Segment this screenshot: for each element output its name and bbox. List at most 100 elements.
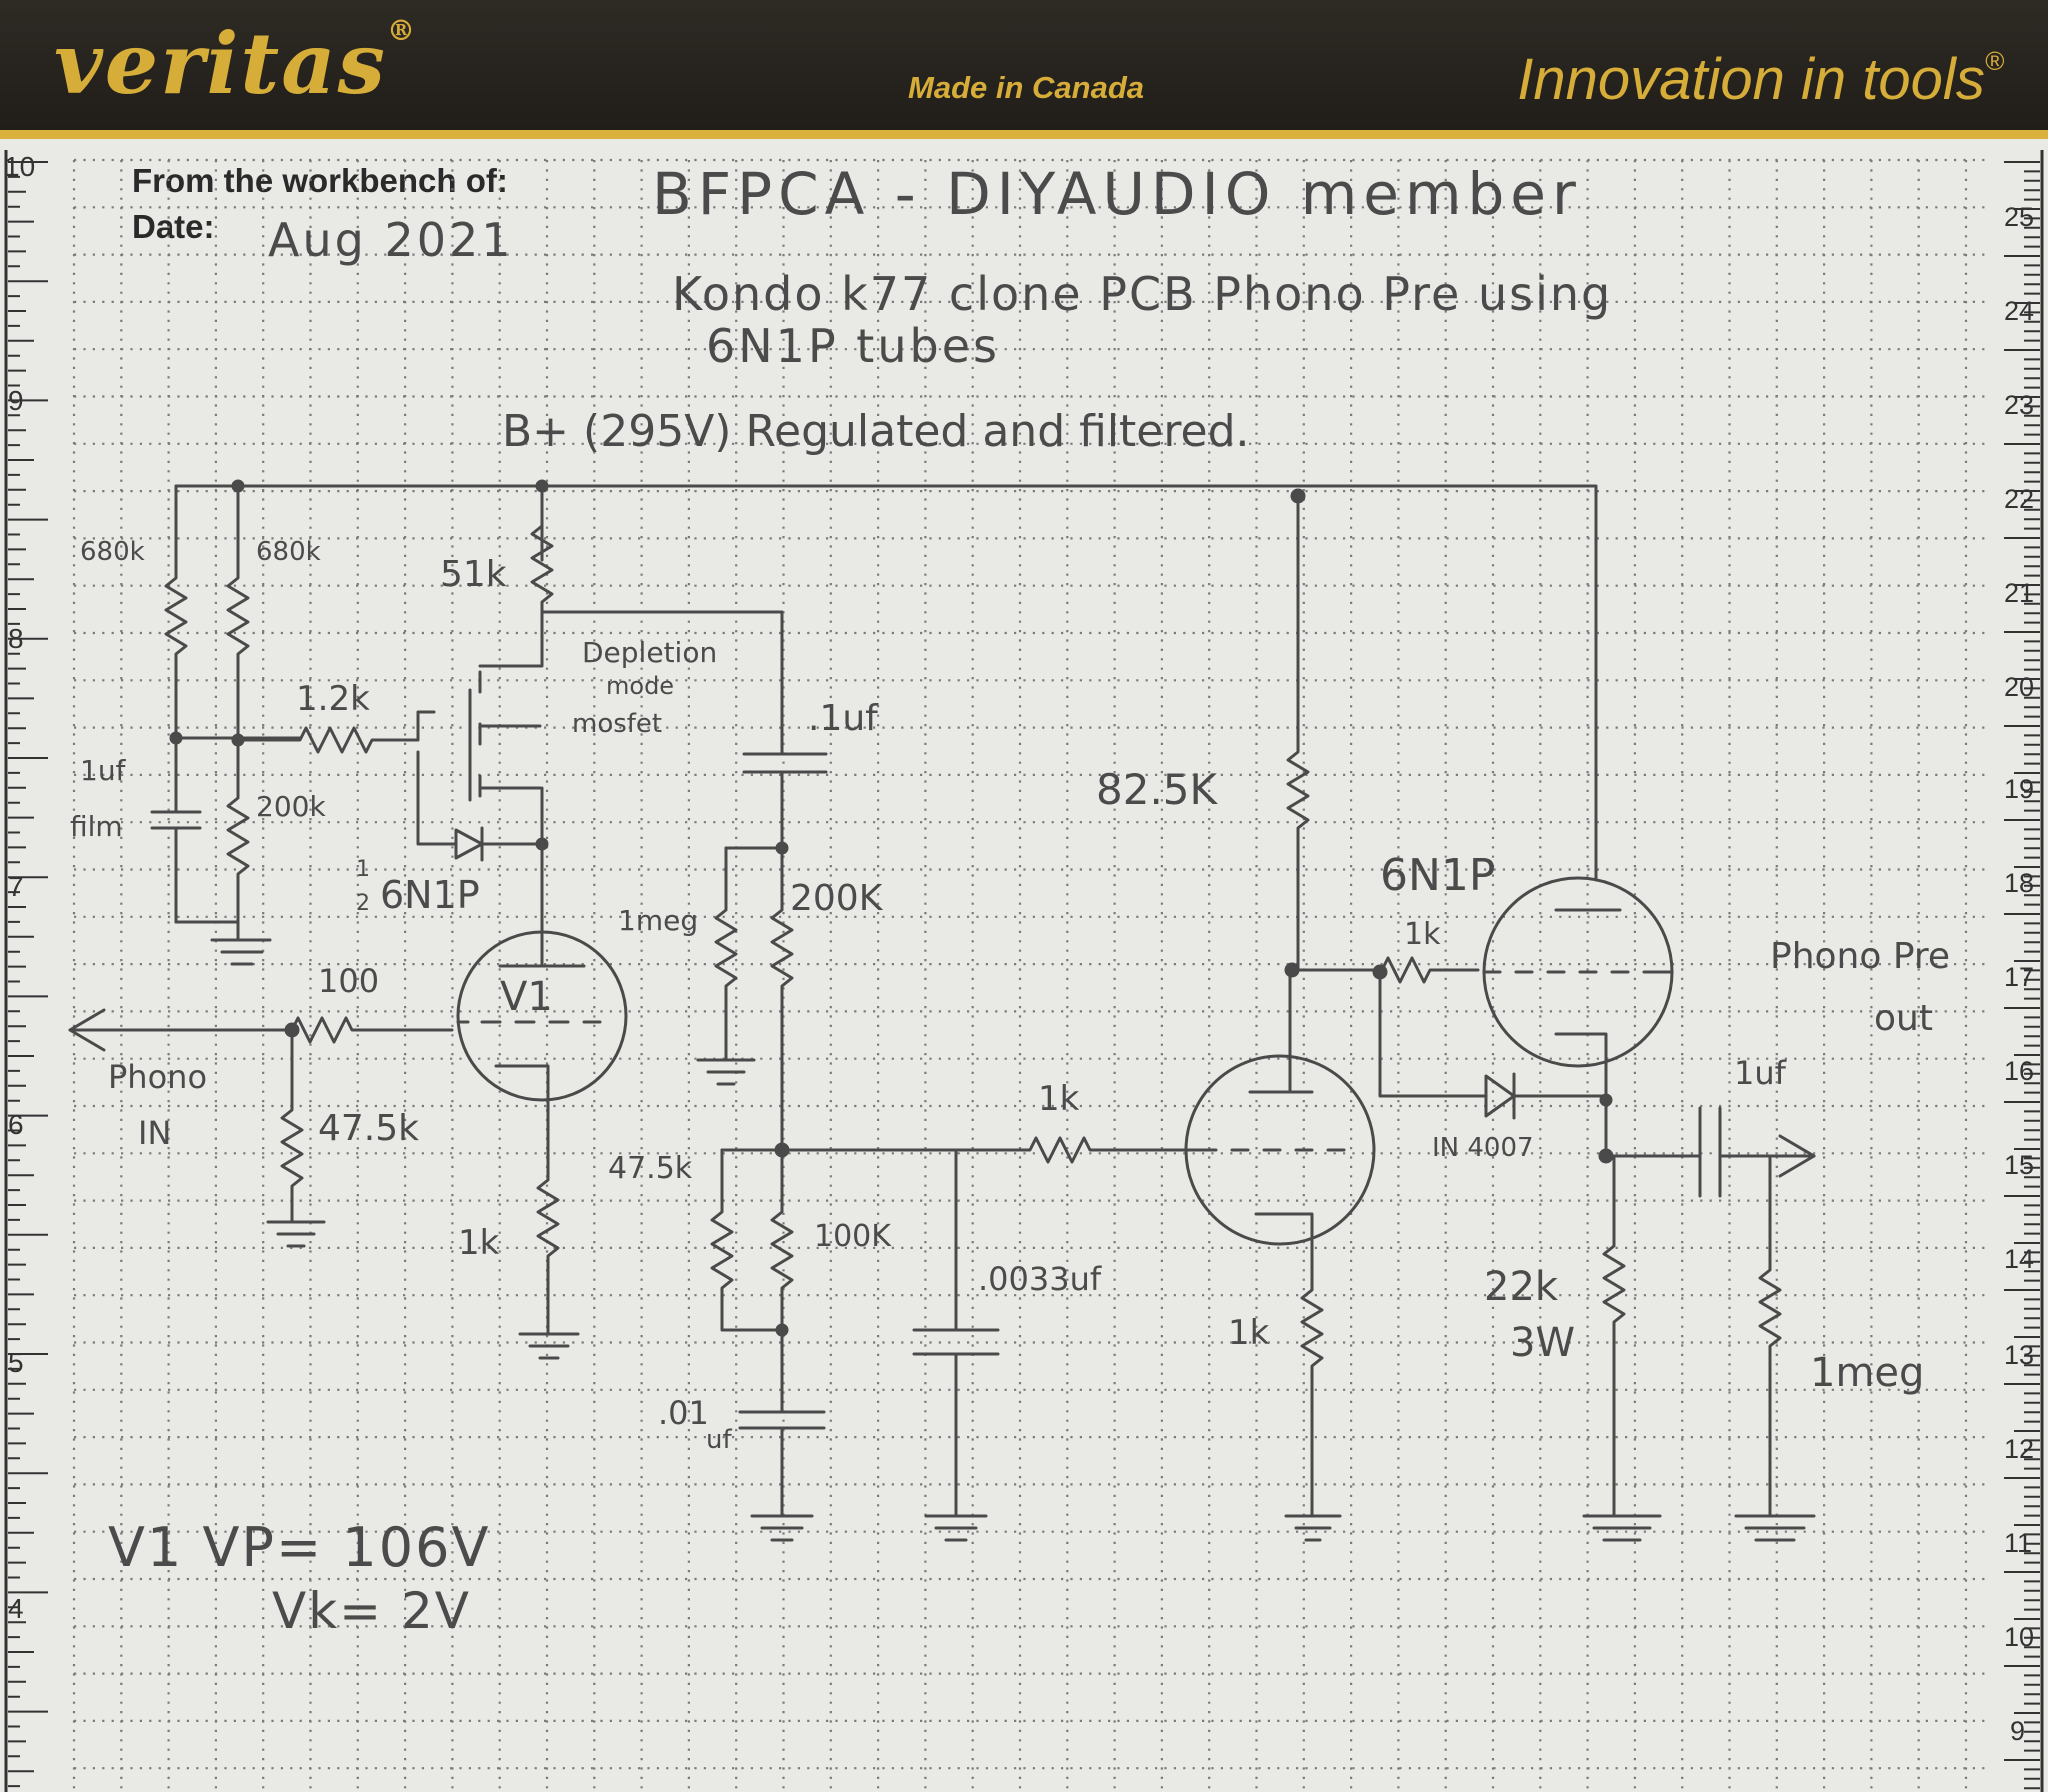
resistor-82-5k [1286, 494, 1310, 972]
label-output-cap: 1uf [1734, 1054, 1787, 1092]
capacitor-0-0033uf [912, 1148, 1000, 1518]
ruler-right-24: 24 [2004, 296, 2034, 326]
resistor-100k [770, 1148, 794, 1414]
ground-v1 [518, 1332, 580, 1360]
ground-1meg [696, 1058, 756, 1086]
ruler-right-20: 20 [2004, 672, 2034, 702]
note-vk: Vk= 2V [272, 1582, 471, 1640]
ruler-left-10: 10 [4, 151, 35, 182]
resistor-1k-lower-cathode [1300, 1266, 1324, 1518]
note-vp: V1 VP= 106V [108, 1516, 490, 1579]
label-200k-divider: 200k [256, 790, 326, 823]
label-1uf: 1uf [80, 754, 127, 787]
ruler-right-13: 13 [2004, 1340, 2034, 1370]
ground-1meg-output [1734, 1514, 1816, 1542]
input-wire [68, 1016, 454, 1044]
ruler-right-17: 17 [2004, 962, 2034, 992]
title-line2: 6N1P tubes [706, 319, 1000, 373]
ground-22k [1582, 1514, 1662, 1542]
label-1k-top: 1k [1404, 917, 1441, 952]
ruler-right-15: 15 [2004, 1150, 2034, 1180]
lower-tube-internals [1198, 968, 1346, 1270]
label-mosfet-a: Depletion [582, 636, 717, 669]
label-3w: 3W [1510, 1320, 1575, 1366]
gate-diode-wire [416, 750, 458, 846]
ruler-left-8: 8 [8, 623, 24, 654]
supply-note: B+ (295V) Regulated and filtered. [502, 406, 1249, 457]
ground-0-01uf [750, 1514, 814, 1542]
label-half-den: 2 [356, 891, 370, 916]
ground-divider [174, 920, 272, 966]
label-1k-v1: 1k [458, 1223, 500, 1263]
protection-diode [1484, 1072, 1608, 1120]
v1-internals [456, 964, 602, 1098]
label-47-5k-input: 47.5k [318, 1108, 419, 1149]
made-in-text: Made in Canada [908, 70, 1144, 105]
label-82-5k: 82.5K [1096, 765, 1219, 814]
resistor-680k-b [226, 484, 250, 740]
label-film: film [70, 810, 123, 843]
diode-small [454, 826, 544, 862]
tagline: Innovation in tools® [1517, 46, 2004, 112]
label-680k-b: 680k [256, 537, 321, 567]
output-arrow [1778, 1134, 1816, 1178]
label-0-01: .01 [658, 1394, 709, 1432]
label-47-5k-riaa: 47.5k [608, 1151, 693, 1186]
ruler-left-9: 9 [8, 385, 24, 416]
resistor-200k-divider [226, 738, 250, 924]
resistor-47-5k-riaa [710, 1148, 784, 1332]
label-100: 100 [318, 962, 379, 1000]
label-1k-grid: 1k [1038, 1079, 1080, 1119]
workbench-label: From the workbench of: [132, 162, 508, 199]
label-v1: V1 [500, 974, 553, 1020]
capacitor-0-01uf [738, 1410, 826, 1518]
ruler-right-11: 11 [2004, 1528, 2032, 1558]
ruler-right-21: 21 [2004, 578, 2034, 608]
resistor-200k-load [770, 846, 794, 1152]
ruler-left-ticks [8, 161, 48, 1788]
title-line1: Kondo k77 clone PCB Phono Pre using [672, 267, 1612, 321]
resistor-1-2k [236, 710, 436, 754]
label-1meg-output: 1meg [1810, 1350, 1924, 1396]
protection-diode-wire [1378, 970, 1488, 1098]
ruler-right-25: 25 [2004, 202, 2034, 232]
header-stripe [0, 130, 2048, 139]
ground-input [266, 1220, 326, 1248]
label-51k: 51k [440, 554, 507, 595]
label-1k-cathode: 1k [1228, 1313, 1270, 1353]
label-1-2k: 1.2k [296, 679, 370, 719]
label-phono-in-b: IN [138, 1114, 171, 1152]
brand-logo: veritas® [54, 14, 417, 113]
ruler-right-22: 22 [2004, 484, 2034, 514]
riaa-node-wire [720, 1136, 1202, 1164]
label-100k: 100K [814, 1219, 892, 1254]
label-mosfet-c: mosfet [572, 709, 662, 739]
ruler-left-tick-marks [8, 161, 48, 1788]
capacitor-1uf-film [150, 736, 202, 924]
label-22k: 22k [1484, 1264, 1559, 1310]
resistor-1k-v1-cathode [536, 1094, 560, 1336]
label-0-1uf: .1uf [808, 698, 879, 739]
ruler-left-4: 4 [8, 1593, 24, 1624]
capacitor-0-1uf [742, 610, 828, 850]
ruler-right-16: 16 [2004, 1056, 2034, 1086]
label-6n1p: 6N1P [1380, 850, 1495, 901]
label-phono-in-a: Phono [108, 1058, 207, 1096]
resistor-680k-a [164, 484, 188, 740]
label-680k-a: 680k [80, 537, 145, 567]
junction-dot [775, 1323, 789, 1337]
ruler-right-18: 18 [2004, 868, 2034, 898]
ruler-right-ticks [2004, 161, 2040, 1790]
junction-dot [1598, 1148, 1614, 1164]
label-mosfet-b: mode [606, 672, 674, 700]
ruler-right-10: 10 [2004, 1622, 2034, 1652]
resistor-51k [530, 524, 784, 614]
ground-lower [1284, 1514, 1342, 1542]
ruler-right-tick-marks [2004, 161, 2040, 1790]
label-uf: uf [706, 1425, 732, 1455]
output-wire [1604, 1098, 1816, 1198]
tube-v1 [456, 930, 628, 1102]
